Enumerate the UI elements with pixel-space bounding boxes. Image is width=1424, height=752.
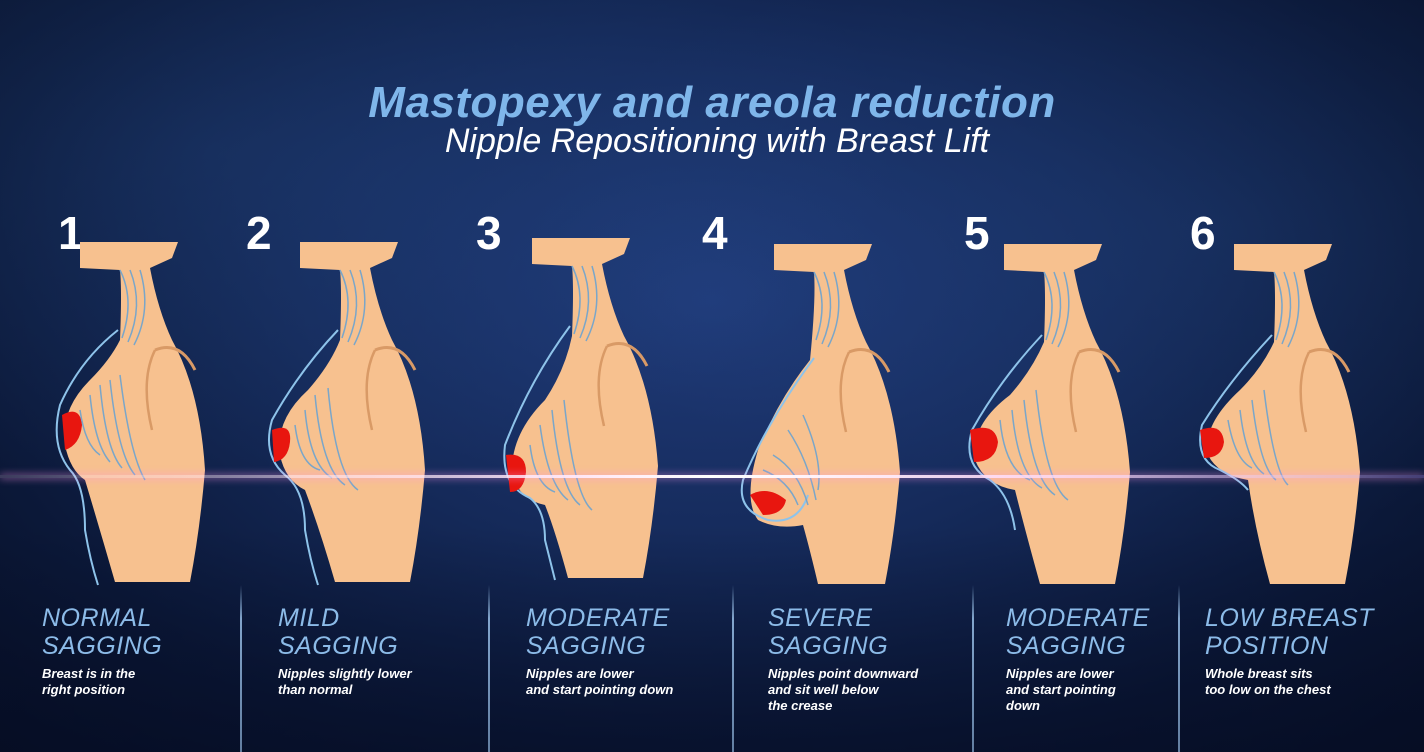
stage-description: Whole breast sits too low on the chest (1205, 666, 1331, 697)
stage-number: 3 (476, 207, 502, 259)
stage-heading: SAGGING (768, 632, 889, 660)
breast-profile-illustration (968, 244, 1130, 584)
breast-profile-illustration (268, 242, 425, 586)
stage-number: 1 (58, 207, 84, 259)
stage-number: 4 (702, 207, 728, 259)
stage-heading: NORMAL (42, 604, 152, 632)
stage-4: 4 (702, 200, 968, 600)
breast-profile-illustration (1199, 244, 1360, 584)
page-subtitle: Nipple Repositioning with Breast Lift (444, 122, 990, 160)
page-title: Mastopexy and areola reduction (368, 78, 1056, 127)
stage-description: Nipples slightly lower than normal (278, 666, 412, 697)
stage-6-label: LOW BREAST POSITION Whole breast sits to… (1205, 604, 1424, 698)
stage-heading: SAGGING (278, 632, 399, 660)
stage-3-label: MODERATE SAGGING Nipples are lower and s… (526, 604, 756, 698)
stage-1: 1 (40, 200, 270, 600)
column-divider (732, 585, 734, 752)
breast-profile-illustration (55, 242, 206, 586)
stage-description: Breast is in the right position (42, 666, 136, 697)
stage-heading: LOW BREAST (1205, 604, 1374, 632)
stage-description: Nipples point downward and sit well belo… (768, 666, 919, 713)
stage-heading: MILD (278, 604, 340, 632)
column-divider (1178, 585, 1180, 752)
nipple-icon (750, 491, 786, 515)
stage-heading: SAGGING (1006, 632, 1127, 660)
nipple-icon (62, 411, 82, 450)
nipple-icon (506, 454, 526, 492)
column-divider (972, 585, 974, 752)
stage-number: 5 (964, 207, 990, 259)
breast-profile-illustration (503, 238, 658, 581)
stage-heading: SAGGING (42, 632, 163, 660)
stage-heading: SEVERE (768, 604, 873, 632)
stage-heading: MODERATE (526, 604, 670, 632)
stage-2: 2 (246, 200, 490, 600)
stage-description: Nipples are lower and start pointing dow… (1006, 666, 1116, 713)
nipple-icon (272, 427, 291, 462)
stage-1-label: NORMAL SAGGING Breast is in the right po… (42, 604, 272, 698)
stage-3: 3 (476, 200, 730, 600)
stage-heading: SAGGING (526, 632, 647, 660)
stage-5-label: MODERATE SAGGING Nipples are lower and s… (1006, 604, 1236, 714)
stage-2-label: MILD SAGGING Nipples slightly lower than… (278, 604, 508, 698)
nipple-icon (970, 427, 998, 462)
breast-profile-illustration (740, 244, 900, 584)
stage-description: Nipples are lower and start pointing dow… (526, 666, 674, 697)
stage-4-label: SEVERE SAGGING Nipples point downward an… (768, 604, 998, 714)
stage-5: 5 (960, 200, 1190, 600)
reference-line (0, 475, 1424, 478)
stage-heading: POSITION (1205, 632, 1329, 660)
stage-number: 6 (1190, 207, 1216, 259)
stage-number: 2 (246, 207, 272, 259)
stage-6: 6 (1190, 200, 1420, 600)
nipple-icon (1200, 427, 1224, 458)
column-divider (488, 585, 490, 752)
stage-heading: MODERATE (1006, 604, 1150, 632)
column-divider (240, 585, 242, 752)
